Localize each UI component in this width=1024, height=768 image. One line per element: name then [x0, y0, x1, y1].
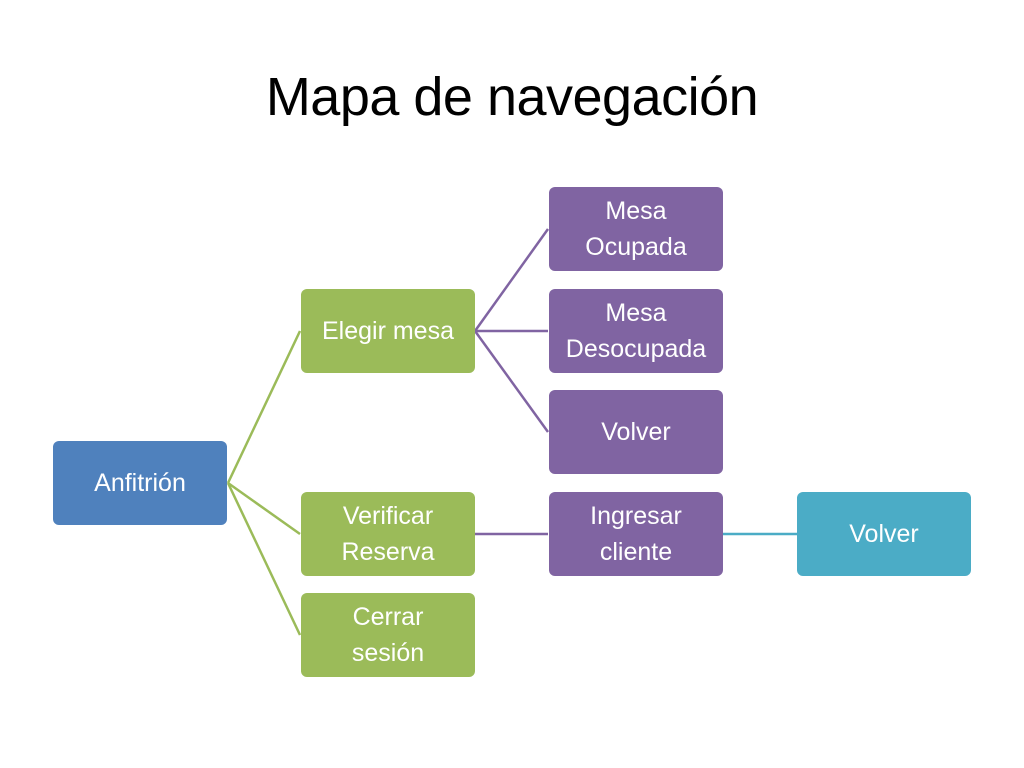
- node-ingresar-cliente[interactable]: Ingresar cliente: [549, 492, 723, 576]
- connector-root-verificar-reserva: [227, 481, 301, 536]
- connector-root-cerrar-sesion: [226, 482, 302, 636]
- connector-elegir-mesa-ocupada: [473, 228, 550, 332]
- node-elegir-mesa[interactable]: Elegir mesa: [301, 289, 475, 373]
- connector-elegir-volver: [473, 330, 550, 433]
- node-anfitrion[interactable]: Anfitrión: [53, 441, 227, 525]
- node-volver-mesa[interactable]: Volver: [549, 390, 723, 474]
- node-mesa-desocupada[interactable]: Mesa Desocupada: [549, 289, 723, 373]
- node-mesa-ocupada[interactable]: Mesa Ocupada: [549, 187, 723, 271]
- connector-root-elegir-mesa: [226, 330, 302, 484]
- node-cerrar-sesion[interactable]: Cerrar sesión: [301, 593, 475, 677]
- node-verificar-reserva[interactable]: Verificar Reserva: [301, 492, 475, 576]
- slide-title: Mapa de navegación: [265, 67, 759, 127]
- node-volver-cliente[interactable]: Volver: [797, 492, 971, 576]
